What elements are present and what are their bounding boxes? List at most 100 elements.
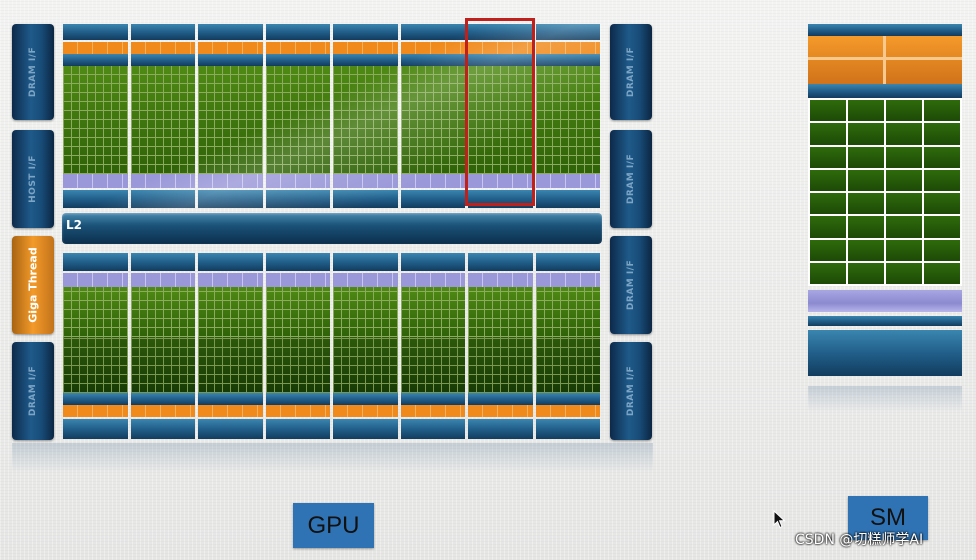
left-host-interface: HOST I/F <box>12 130 54 228</box>
sm-core-block-dark <box>198 337 263 393</box>
sm-column <box>63 253 128 439</box>
cuda-core <box>810 262 846 284</box>
gpu-die: DRAM I/F HOST I/F Giga Thread DRAM I/F D… <box>10 18 655 442</box>
sm-column <box>535 253 600 439</box>
right-dram-interface-4: DRAM I/F <box>610 342 652 440</box>
cuda-core <box>810 169 846 191</box>
sm-memory-block <box>265 190 330 208</box>
sm-scheduler-strip <box>198 54 263 66</box>
sm-memory-block <box>535 190 600 208</box>
sm-core-block-dark <box>265 337 330 393</box>
sm-caption: SM <box>848 496 928 540</box>
sm-header-block <box>468 419 533 439</box>
sm-core-block-dark <box>400 337 465 393</box>
sm-lsu-strip <box>333 273 398 287</box>
sm-header-block <box>400 419 465 439</box>
cuda-core <box>810 193 846 215</box>
sm-header-block <box>198 419 263 439</box>
cuda-core <box>848 146 884 168</box>
sm-lsu-strip <box>468 273 533 287</box>
giga-thread-label: Giga Thread <box>26 247 40 323</box>
side-label: DRAM I/F <box>626 259 636 311</box>
sm-scheduler-strip <box>400 393 465 405</box>
sm-scheduler-strip <box>63 393 128 405</box>
sm-memory-block <box>333 253 398 271</box>
sm-cache-strip <box>535 405 600 417</box>
sm-lsu-strip <box>468 174 533 188</box>
sm-cache-strip <box>535 42 600 54</box>
sm-columns-bottom <box>62 253 602 439</box>
sm-core-block-dark <box>130 337 195 393</box>
sm-column <box>333 253 398 439</box>
sm-core-block <box>468 287 533 337</box>
sm-scheduler-strip <box>130 393 195 405</box>
cuda-core <box>886 123 922 145</box>
sm-memory-block <box>130 253 195 271</box>
sm-lsu-strip <box>333 174 398 188</box>
sm-lsu-strip <box>400 273 465 287</box>
cuda-core <box>848 193 884 215</box>
l2-label: L2 <box>66 218 82 232</box>
sm-memory-block <box>400 253 465 271</box>
cuda-core <box>886 216 922 238</box>
sm-core-block <box>198 66 263 174</box>
sm-header-block <box>63 24 128 40</box>
sm-core-block <box>265 287 330 337</box>
side-label: DRAM I/F <box>626 365 636 417</box>
sm-scheduler-strip <box>468 393 533 405</box>
sm-lsu-strip <box>265 174 330 188</box>
sm-cache-strip <box>265 42 330 54</box>
cuda-core <box>886 193 922 215</box>
cuda-core <box>924 216 960 238</box>
sm-memory-block <box>198 190 263 208</box>
right-dram-interface-3: DRAM I/F <box>610 236 652 334</box>
sm-header-block <box>63 419 128 439</box>
sm-column <box>63 24 128 208</box>
sm-cache-strip <box>400 405 465 417</box>
l2-cache-bar: L2 <box>62 213 602 244</box>
sm-scheduler-strip <box>198 393 263 405</box>
sm-header-block <box>265 24 330 40</box>
cuda-core <box>848 123 884 145</box>
die-sheen <box>62 24 602 208</box>
sm-cache-strip <box>333 405 398 417</box>
sm-header-block <box>333 419 398 439</box>
cuda-core <box>924 262 960 284</box>
sm-lsu-strip <box>265 273 330 287</box>
cuda-core <box>848 216 884 238</box>
sm-scheduler-strip <box>265 54 330 66</box>
sm-memory-block <box>468 253 533 271</box>
sm-header-block <box>333 24 398 40</box>
cuda-core <box>924 146 960 168</box>
sm-lsu-strip <box>535 174 600 188</box>
right-dram-interface-2: DRAM I/F <box>610 130 652 228</box>
sm-column <box>198 24 263 208</box>
sm-memory-block <box>265 253 330 271</box>
sm-core-block <box>333 66 398 174</box>
sm-core-block <box>400 287 465 337</box>
sm-lsu-strip <box>400 174 465 188</box>
sm-column <box>333 24 398 208</box>
sm-scheduler-strip <box>535 54 600 66</box>
sm-core-block <box>535 66 600 174</box>
sm-core-block <box>130 66 195 174</box>
sm-scheduler <box>808 84 962 98</box>
sm-header-block <box>130 24 195 40</box>
sm-detail-reflection <box>808 386 962 412</box>
sm-core-block <box>468 66 533 174</box>
sm-cache-strip <box>333 42 398 54</box>
sm-header-block <box>535 419 600 439</box>
sm-core-block <box>400 66 465 174</box>
sm-column <box>265 253 330 439</box>
sm-column <box>468 253 533 439</box>
cuda-core <box>810 100 846 122</box>
sm-core-block <box>535 287 600 337</box>
cuda-core <box>848 262 884 284</box>
sm-cache-strip <box>130 405 195 417</box>
cuda-core <box>924 169 960 191</box>
highlighted-sm-frame <box>465 18 535 206</box>
cuda-core <box>810 216 846 238</box>
sm-scheduler-strip <box>333 54 398 66</box>
cuda-core <box>848 239 884 261</box>
sm-cache-strip <box>265 405 330 417</box>
